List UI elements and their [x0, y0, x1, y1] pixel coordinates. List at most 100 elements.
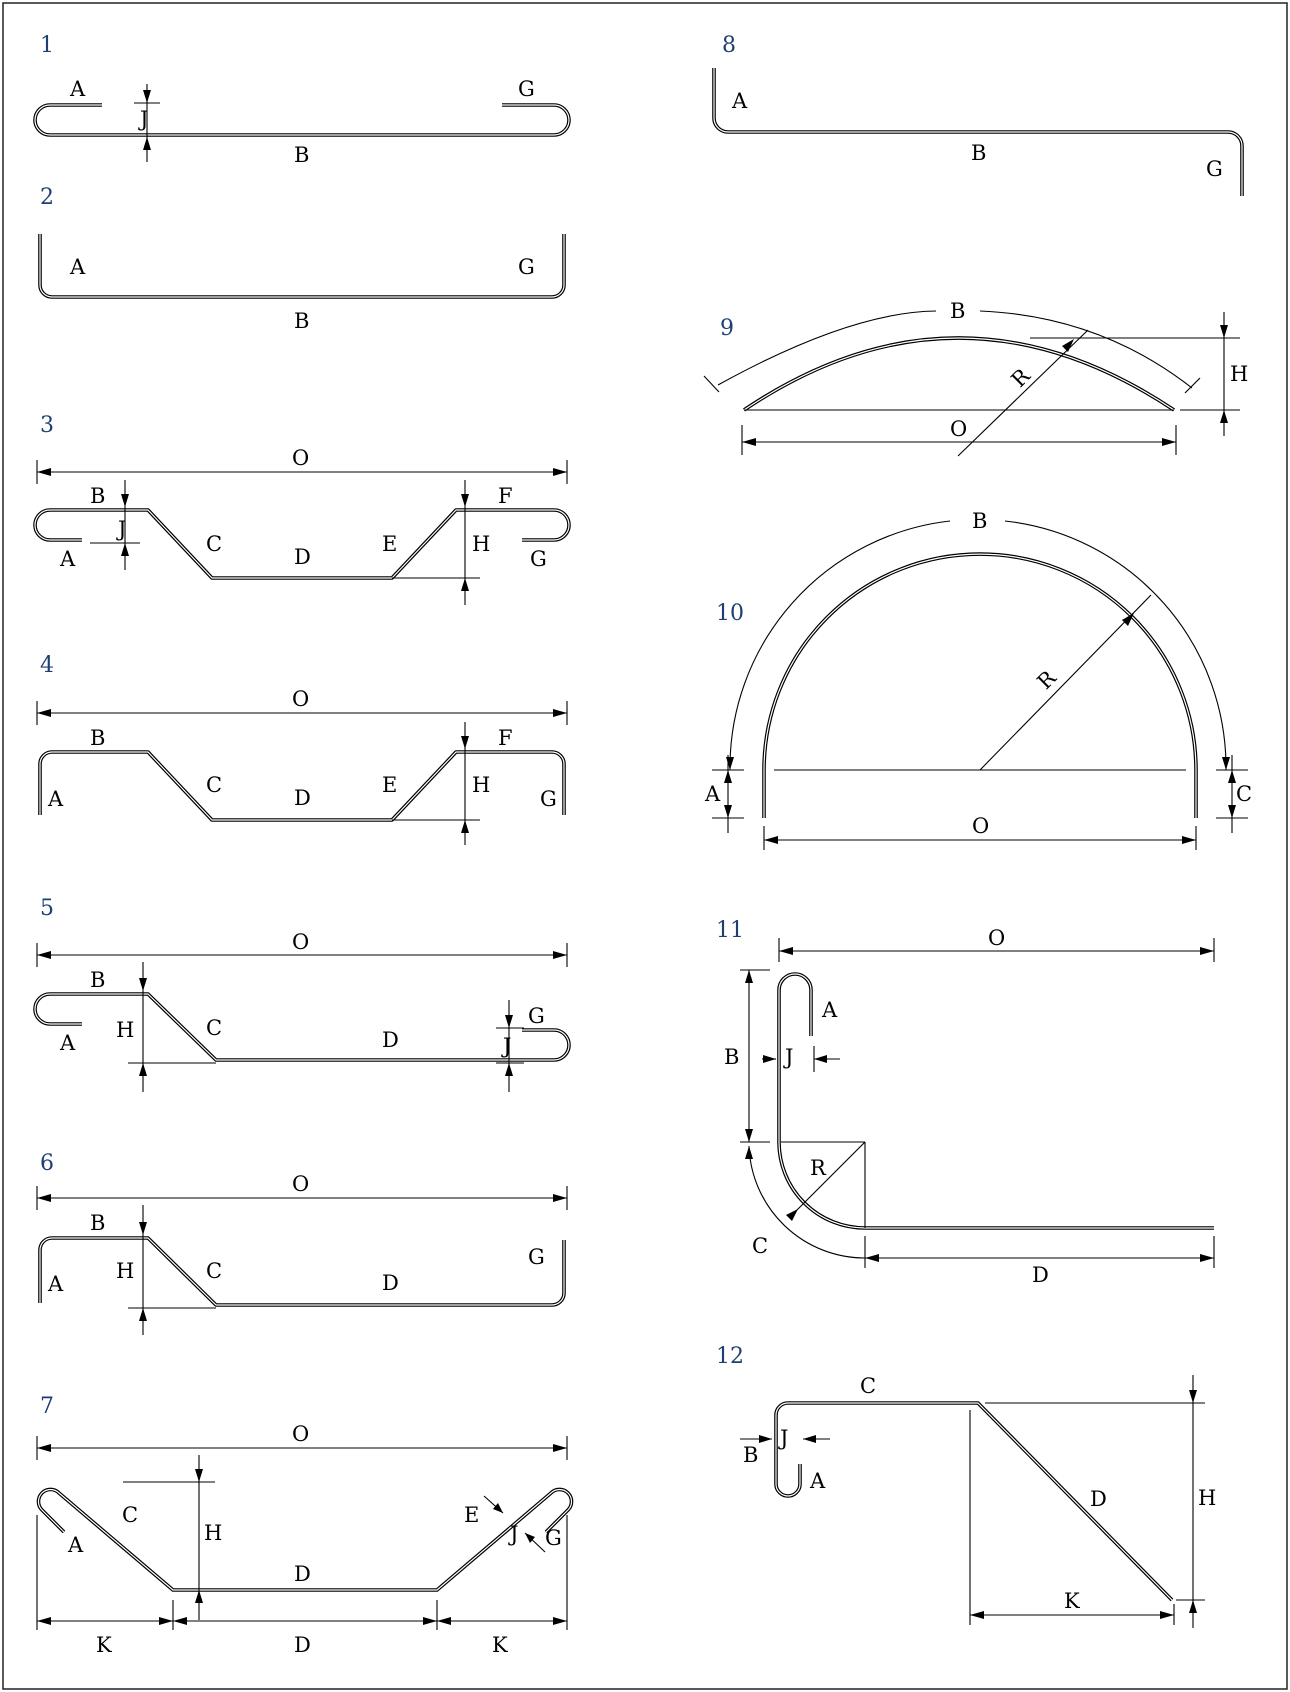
label: O: [950, 417, 967, 441]
label: D: [294, 545, 311, 569]
bar-path: [33, 508, 571, 580]
label: J: [778, 1426, 788, 1450]
label: D: [294, 786, 311, 810]
label: A: [731, 89, 748, 113]
dimension-h: [1030, 312, 1240, 436]
label: G: [540, 787, 557, 811]
bar-path: [762, 552, 1198, 818]
label: H: [204, 1521, 222, 1545]
shape-number: 8: [722, 33, 736, 58]
shape-number: 5: [40, 896, 54, 921]
shape-6: 6 O B G H C D A: [36, 1151, 568, 1335]
label: C: [752, 1234, 768, 1258]
label: D: [382, 1028, 399, 1052]
dimension-j: [762, 1046, 840, 1072]
label: A: [809, 1469, 826, 1493]
shape-number: 6: [40, 1151, 54, 1176]
shape-1: 1 A G J B: [33, 33, 571, 167]
dimension-j: [90, 480, 140, 570]
shape-5: 5 O B G H C D J: [33, 896, 571, 1092]
shape-7: 7: [36, 1394, 574, 1657]
shape-number: 7: [40, 1394, 54, 1419]
shape-number: 1: [40, 33, 54, 58]
label: J: [783, 1045, 793, 1069]
shape-number: 3: [40, 413, 54, 438]
label: J: [116, 517, 126, 541]
bar-path: [774, 1401, 1174, 1602]
shape-10: 10: [704, 509, 1252, 850]
dimension-h: [128, 1205, 216, 1335]
label: D: [382, 1271, 399, 1295]
label: H: [1230, 362, 1248, 386]
arc-length-b: [703, 310, 1201, 394]
label: O: [292, 1422, 309, 1446]
bar-path: [33, 103, 571, 137]
label: C: [1236, 782, 1252, 806]
shape-number: 4: [40, 653, 54, 678]
bar-path: [33, 992, 571, 1062]
dimension-j: [134, 84, 160, 162]
label: E: [382, 532, 397, 556]
label: B: [90, 1211, 105, 1235]
bar-path: [742, 336, 1175, 412]
label: R: [1033, 665, 1062, 694]
dimension-h: [392, 480, 480, 605]
label: R: [810, 1156, 827, 1180]
label: B: [90, 726, 105, 750]
label: D: [1032, 1263, 1049, 1287]
dimension-o: [36, 1186, 568, 1210]
label: E: [382, 773, 397, 797]
dimension-a: [712, 755, 744, 833]
dimension-e-j: [483, 1495, 546, 1553]
dimension-o: [36, 460, 568, 484]
dimension-o: [741, 425, 1177, 455]
label: O: [292, 930, 309, 954]
label: B: [294, 143, 309, 167]
label: H: [1198, 1486, 1216, 1510]
radius-r: [957, 329, 1089, 457]
dimension-o: [763, 826, 1197, 850]
dimension-d: [864, 1236, 1215, 1268]
label: H: [472, 773, 490, 797]
label: B: [743, 1443, 758, 1467]
dimension-b-j: [740, 1435, 830, 1443]
label: A: [821, 998, 838, 1022]
bar-path: [777, 972, 1214, 1230]
shape-number: 12: [716, 1344, 744, 1369]
dimension-o: [778, 938, 1215, 962]
label: C: [206, 532, 222, 556]
label: G: [545, 1526, 562, 1550]
shape-2: 2 A G B: [38, 185, 566, 333]
label: B: [90, 484, 105, 508]
label: O: [292, 1172, 309, 1196]
bar-path: [38, 1236, 566, 1307]
label: J: [501, 1034, 511, 1058]
label: C: [206, 1016, 222, 1040]
label: O: [292, 446, 309, 470]
label: G: [530, 547, 547, 571]
label: B: [972, 509, 987, 533]
dimension-o: [36, 701, 568, 725]
dimension-h: [985, 1375, 1205, 1628]
shape-9: 9 B H R: [703, 299, 1248, 457]
label: A: [69, 77, 86, 101]
dimension-j: [496, 1000, 524, 1092]
label: H: [472, 532, 490, 556]
label: A: [47, 787, 64, 811]
label: G: [528, 1245, 545, 1269]
label: C: [860, 1374, 876, 1398]
dimension-k-d-k: [36, 1515, 568, 1630]
label: C: [122, 1503, 138, 1527]
dimension-o: [36, 1436, 568, 1460]
label: A: [59, 1031, 76, 1055]
bar-path: [38, 750, 566, 822]
label: B: [294, 309, 309, 333]
label: O: [972, 814, 989, 838]
label: C: [206, 1259, 222, 1283]
label: A: [704, 782, 721, 806]
label: B: [971, 141, 986, 165]
label: C: [206, 773, 222, 797]
label: K: [1064, 1589, 1080, 1613]
